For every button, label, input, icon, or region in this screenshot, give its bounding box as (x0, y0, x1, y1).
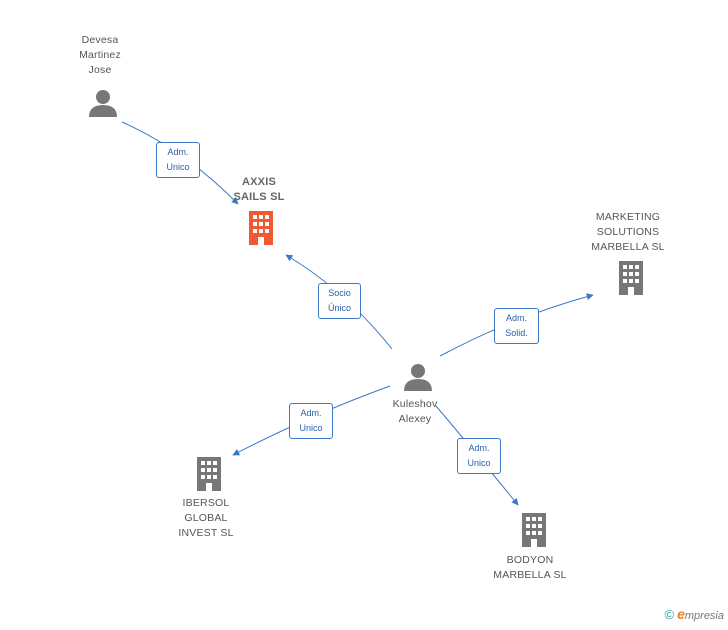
node-label-line: Kuleshov (392, 398, 438, 410)
building-icon[interactable] (616, 261, 646, 295)
edge-label-line: Unico (467, 458, 491, 468)
edge-label-line: Unico (166, 162, 190, 172)
node-label-ibersol[interactable]: IBERSOL GLOBAL INVEST SL (166, 496, 246, 541)
node-label-line: MARBELLA SL (493, 569, 567, 581)
edge-label-kuleshov-marketing[interactable]: Adm. Solid. (494, 308, 539, 344)
edge-label-line: Solid. (505, 328, 528, 338)
edge-label-line: Único (327, 303, 351, 313)
person-icon[interactable] (403, 362, 433, 392)
edge-label-kuleshov-bodyon[interactable]: Adm. Unico (457, 438, 501, 474)
node-label-kuleshov[interactable]: Kuleshov Alexey (375, 397, 455, 427)
node-label-line: IBERSOL (182, 497, 230, 509)
node-label-line: MARKETING (595, 211, 661, 223)
edge-label-line: Adm. (300, 408, 322, 418)
person-icon[interactable] (88, 88, 118, 118)
node-label-line: MARBELLA SL (591, 241, 665, 253)
edge-label-line: Adm. (167, 147, 189, 157)
node-label-line: AXXIS (241, 176, 276, 188)
copyright-icon: © (664, 607, 675, 622)
node-label-line: Martinez (79, 49, 121, 61)
edge-label-kuleshov-ibersol[interactable]: Adm. Unico (289, 403, 333, 439)
node-label-line: Devesa (81, 34, 119, 46)
node-label-line: SOLUTIONS (596, 226, 660, 238)
building-icon[interactable] (246, 211, 276, 245)
node-label-line: SAILS SL (233, 191, 285, 203)
node-label-line: BODYON (506, 554, 554, 566)
node-label-devesa[interactable]: Devesa Martinez Jose (60, 33, 140, 78)
node-label-line: Alexey (398, 413, 432, 425)
brand-initial: e (677, 606, 685, 622)
brand-name: mpresia (684, 610, 724, 622)
node-label-line: GLOBAL (184, 512, 228, 524)
edge-label-devesa-axxis[interactable]: Adm. Unico (156, 142, 200, 178)
edge-label-line: Adm. (468, 443, 490, 453)
node-label-axxis[interactable]: AXXIS SAILS SL (220, 175, 298, 205)
brand-logo: ©empresia (664, 606, 724, 622)
node-label-marketing[interactable]: MARKETING SOLUTIONS MARBELLA SL (583, 210, 673, 255)
node-label-line: Jose (88, 64, 112, 76)
node-label-bodyon[interactable]: BODYON MARBELLA SL (485, 553, 575, 583)
building-icon[interactable] (519, 513, 549, 547)
edge-label-line: Unico (299, 423, 323, 433)
building-icon[interactable] (194, 457, 224, 491)
edge-label-line: Socio (328, 288, 351, 298)
edge-label-kuleshov-axxis[interactable]: Socio Único (318, 283, 361, 319)
node-label-line: INVEST SL (178, 527, 234, 539)
edge-label-line: Adm. (505, 313, 527, 323)
